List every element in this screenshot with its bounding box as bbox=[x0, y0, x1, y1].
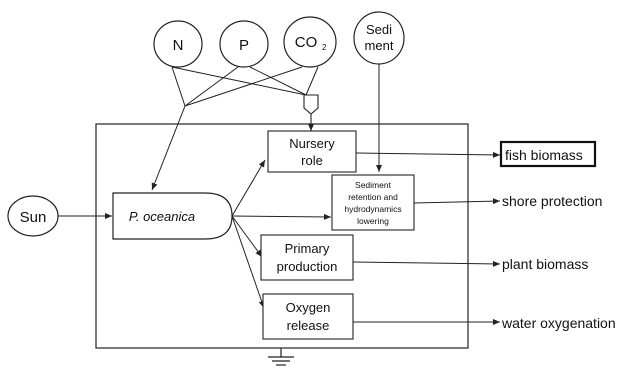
source-sediment-label-1: Sedi bbox=[366, 22, 392, 37]
oceanica-producer: P. oceanica bbox=[112, 192, 233, 240]
system-boundary bbox=[95, 123, 469, 349]
primary-label-2: production bbox=[277, 259, 338, 274]
output-shore-protection: shore protection bbox=[502, 193, 602, 209]
source-p-label: P bbox=[239, 37, 249, 54]
output-fish-biomass: fish biomass bbox=[505, 147, 583, 163]
source-sediment: Sedi ment bbox=[353, 11, 405, 65]
source-p: P bbox=[219, 20, 269, 68]
retention-label-1: Sediment bbox=[355, 180, 392, 190]
oxygen-label-2: release bbox=[287, 318, 330, 333]
source-sediment-label-2: ment bbox=[365, 38, 394, 53]
source-n-label: N bbox=[173, 37, 184, 54]
source-co2-label: CO bbox=[295, 34, 318, 51]
output-plant-biomass: plant biomass bbox=[502, 256, 588, 272]
oceanica-label: P. oceanica bbox=[129, 209, 195, 224]
retention-label-2: retention and bbox=[348, 192, 398, 202]
nursery-box: Nursery role bbox=[267, 130, 357, 173]
nursery-label-2: role bbox=[301, 153, 323, 168]
oxygen-release-box: Oxygen release bbox=[262, 293, 354, 340]
oceanica-flows bbox=[231, 159, 332, 309]
output-flows bbox=[352, 151, 501, 325]
uptake-valve-icon bbox=[303, 94, 319, 131]
source-n: N bbox=[153, 20, 203, 68]
oxygen-label-1: Oxygen bbox=[286, 300, 331, 315]
fish-biomass-box bbox=[499, 140, 597, 168]
nutrient-flows bbox=[151, 66, 319, 191]
retention-box: Sediment retention and hydrodynamics low… bbox=[331, 174, 415, 231]
retention-label-4: lowering bbox=[357, 216, 389, 226]
primary-production-box: Primary production bbox=[260, 234, 354, 281]
nursery-label-1: Nursery bbox=[289, 136, 335, 151]
source-co2-subscript: 2 bbox=[322, 43, 327, 52]
output-water-oxygenation: water oxygenation bbox=[501, 315, 616, 331]
source-co2: CO 2 bbox=[283, 16, 337, 68]
source-sun-label: Sun bbox=[20, 209, 47, 226]
primary-label-1: Primary bbox=[285, 241, 330, 256]
retention-label-3: hydrodynamics bbox=[344, 204, 401, 214]
source-sun: Sun bbox=[7, 195, 59, 237]
ground-icon bbox=[268, 348, 294, 366]
